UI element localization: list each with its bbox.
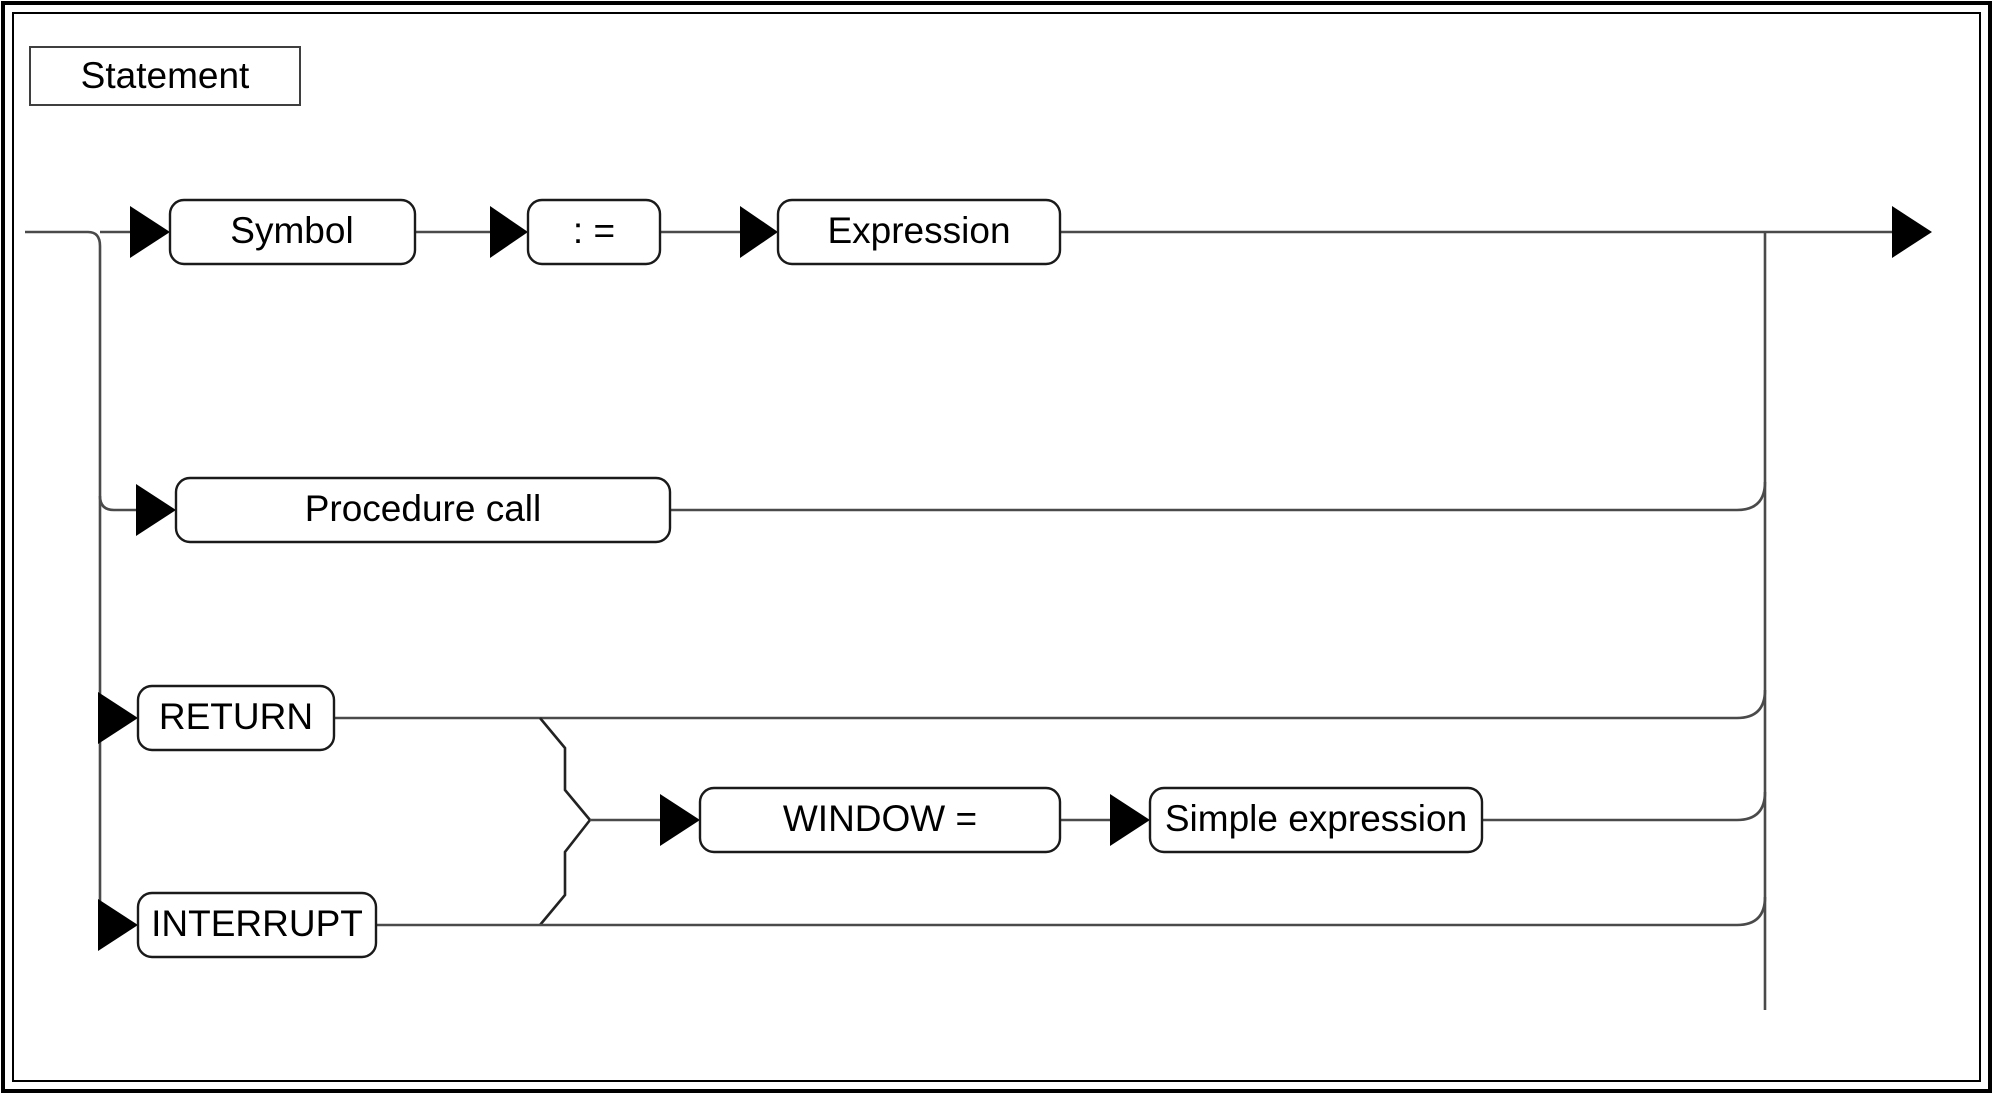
page-title: Statement xyxy=(81,55,250,96)
arrow-right-icon-assign xyxy=(490,206,528,258)
link-simple-expression-to-right-rail xyxy=(1480,791,1767,822)
merge-junction-lower xyxy=(539,819,592,926)
link-interrupt-to-right-rail xyxy=(375,896,1767,927)
node-simple-expression-box[interactable] xyxy=(1148,786,1484,854)
node-expression-label: Expression xyxy=(827,210,1010,251)
node-interrupt-label: INTERRUPT xyxy=(151,903,363,944)
inner-frame xyxy=(12,12,1981,1082)
arrow-right-icon-symbol xyxy=(130,206,170,258)
node-assign-label: : = xyxy=(573,210,615,251)
node-window[interactable]: WINDOW = xyxy=(698,786,1062,854)
node-interrupt-box[interactable] xyxy=(136,891,378,959)
arrow-heads xyxy=(98,206,1932,951)
node-symbol-label: Symbol xyxy=(230,210,353,251)
arrow-right-icon-simple-expression xyxy=(1110,794,1150,846)
arrow-right-icon-window xyxy=(660,794,700,846)
node-symbol-box[interactable] xyxy=(168,198,417,266)
node-return-label: RETURN xyxy=(159,696,313,737)
link-return-to-right-rail xyxy=(333,689,1767,720)
node-window-box[interactable] xyxy=(698,786,1062,854)
node-symbol[interactable]: Symbol xyxy=(168,198,417,266)
node-simple-expression[interactable]: Simple expression xyxy=(1148,786,1484,854)
title-box xyxy=(29,46,301,106)
arrow-right-icon-exit xyxy=(1892,206,1932,258)
merge-junction-upper xyxy=(539,717,591,821)
arrow-right-icon-return xyxy=(98,692,138,744)
node-return[interactable]: RETURN xyxy=(136,684,336,752)
arrow-right-icon-procedure-call xyxy=(136,484,176,536)
left-rail-branch-procedure xyxy=(98,495,136,512)
node-procedure-call-box[interactable] xyxy=(174,476,672,544)
node-simple-expression-label: Simple expression xyxy=(1165,798,1467,839)
arrow-right-icon-interrupt xyxy=(98,899,138,951)
node-assign-box[interactable] xyxy=(526,198,662,266)
node-assign[interactable]: : = xyxy=(526,198,662,266)
node-window-label: WINDOW = xyxy=(783,798,977,839)
node-expression-box[interactable] xyxy=(776,198,1062,266)
node-interrupt[interactable]: INTERRUPT xyxy=(136,891,378,959)
link-procedure-to-right-rail xyxy=(670,481,1767,512)
node-return-box[interactable] xyxy=(136,684,336,752)
node-expression[interactable]: Expression xyxy=(776,198,1062,266)
node-procedure-call-label: Procedure call xyxy=(305,488,542,529)
node-procedure-call[interactable]: Procedure call xyxy=(174,476,672,544)
arrow-right-icon-expression xyxy=(740,206,778,258)
left-rail xyxy=(87,230,113,927)
